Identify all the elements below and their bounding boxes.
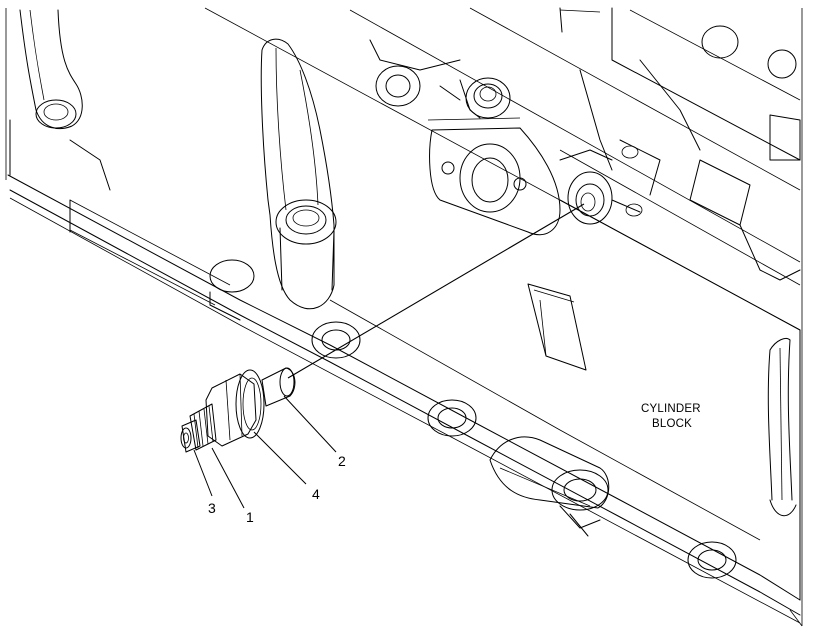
diagram-frame: [5, 8, 803, 627]
left-tube: [9, 9, 111, 191]
block-label-line1: CYLINDER: [641, 403, 701, 415]
sensor-port: [559, 149, 641, 225]
lower-tube: [489, 436, 610, 537]
flange-plate: [427, 117, 561, 236]
callout-3: 3: [208, 500, 216, 516]
right-tube: [767, 337, 797, 517]
callout-1: 1: [246, 509, 254, 525]
leader-4: [253, 431, 307, 485]
callout-2: 2: [338, 453, 346, 469]
leader-3: [193, 449, 213, 497]
leader-2: [283, 395, 337, 453]
installation-line: [287, 203, 585, 379]
center-pipe: [260, 38, 337, 310]
upper-bosses: [369, 39, 511, 119]
sensor-assembly: [180, 367, 296, 453]
leader-1: [211, 447, 245, 509]
leader-lines: [193, 395, 337, 509]
lower-bosses: [209, 259, 737, 579]
cylinder-block-body: [7, 7, 801, 624]
block-pocket: [527, 283, 587, 371]
upper-right-details: [559, 7, 801, 281]
block-label-line2: BLOCK: [652, 418, 692, 430]
callout-4: 4: [312, 486, 320, 502]
